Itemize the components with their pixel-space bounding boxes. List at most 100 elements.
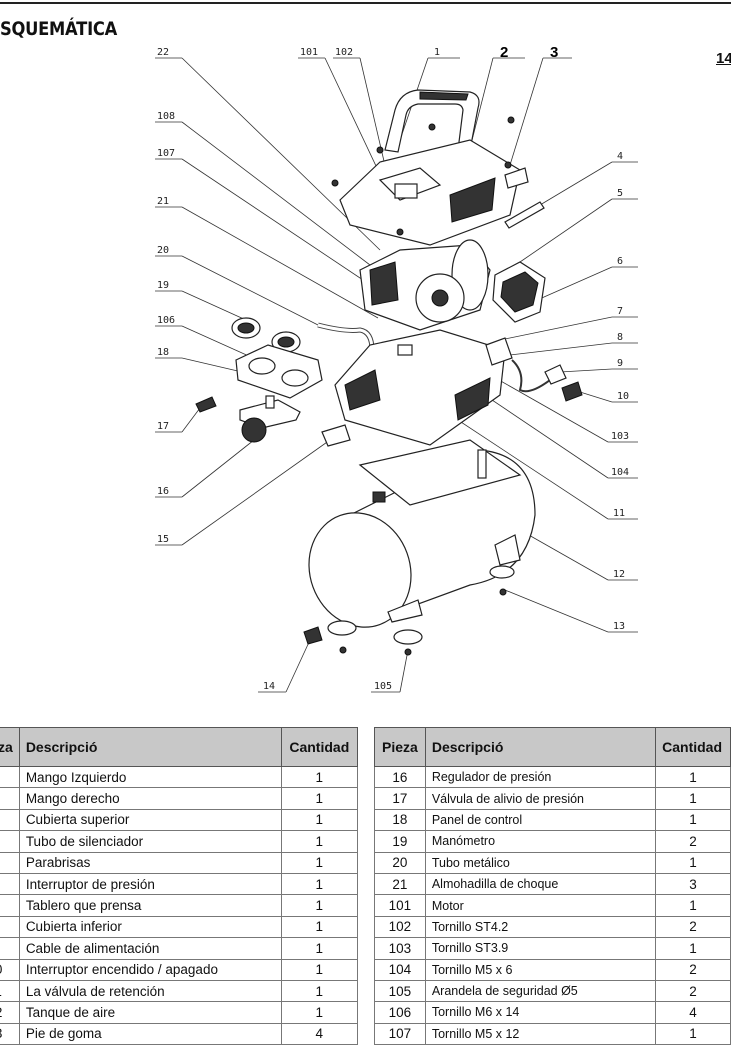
cell-quantity: 1 [655, 937, 731, 960]
cell-quantity: 1 [280, 979, 358, 1003]
cell-description: Pie de goma [18, 1022, 282, 1045]
callout-label: 19 [157, 280, 169, 291]
cell-piece: 12 [0, 1001, 20, 1024]
cell-piece: 19 [374, 830, 426, 853]
callout-label: 107 [157, 148, 175, 159]
cell-description: Tanque de aire [18, 1001, 282, 1024]
cell-piece: 103 [374, 937, 426, 960]
cell-piece: 1 [0, 765, 20, 789]
callout-label: 102 [335, 47, 353, 58]
cell-quantity: 1 [655, 808, 731, 832]
cell-quantity: 1 [280, 937, 358, 960]
callouts-bottom: 14 105 [258, 681, 400, 693]
cell-quantity: 1 [655, 851, 731, 874]
leader-line [399, 649, 409, 693]
cell-piece: 9 [0, 937, 20, 960]
cell-piece: 18 [374, 808, 426, 832]
cell-quantity: 1 [655, 894, 731, 917]
cell-piece: 105 [374, 979, 426, 1003]
column-header-piece: Pieza [374, 727, 426, 767]
cell-piece: 104 [374, 958, 426, 981]
callout-label: 20 [157, 245, 169, 256]
rubber-feet-drawing [303, 565, 515, 656]
leader-line [539, 161, 613, 206]
cell-piece: 7 [0, 894, 20, 917]
leader-line [181, 407, 201, 433]
callouts-top: 101 102 1 2 3 [298, 44, 572, 61]
callout-label: 10 [617, 391, 629, 402]
cell-description: Cubierta inferior [18, 915, 282, 939]
cell-piece: 10 [0, 958, 20, 981]
leader-line [519, 198, 613, 263]
leader-line [181, 206, 379, 319]
callout-label: 3 [550, 44, 558, 61]
control-panel-drawing [235, 344, 323, 399]
lower-cover-drawing [334, 329, 506, 446]
callout-label: 105 [374, 681, 392, 692]
cell-quantity: 2 [655, 915, 731, 939]
cell-piece: 13 [0, 1022, 20, 1045]
callouts-right: 4 5 6 7 8 9 10 103 104 11 12 13 [608, 151, 638, 633]
leader-line [509, 342, 613, 356]
callout-label: 7 [617, 306, 623, 317]
cell-quantity: 1 [655, 765, 731, 789]
cell-description: Tornillo ST4.2 [424, 915, 657, 939]
callout-label: 16 [157, 486, 169, 497]
cell-description: Panel de control [424, 808, 657, 832]
cell-description: Mango Izquierdo [18, 765, 282, 789]
cell-piece: 4 [0, 830, 20, 853]
regulator-drawing [239, 395, 301, 443]
cell-quantity: 1 [280, 808, 358, 832]
callout-label: 15 [157, 534, 169, 545]
cell-piece: 106 [374, 1001, 426, 1024]
cell-description: Tornillo M5 x 6 [424, 958, 657, 981]
cell-quantity: 2 [655, 958, 731, 981]
cell-description: Válvula de alivio de presión [424, 787, 657, 810]
cell-quantity: 4 [655, 1001, 731, 1024]
cell-quantity: 1 [280, 787, 358, 810]
cell-description: Almohadilla de choque [424, 872, 657, 896]
cell-description: Tablero que prensa [18, 894, 282, 917]
cell-quantity: 1 [280, 958, 358, 981]
cell-description: Parabrisas [18, 851, 282, 874]
cell-description: Mango derecho [18, 787, 282, 810]
leader-line [181, 158, 379, 291]
leader-line [181, 121, 371, 266]
leader-line [181, 290, 247, 321]
cell-piece: 11 [0, 979, 20, 1003]
leader-lines [181, 57, 613, 693]
leader-line [324, 57, 386, 186]
callout-label: 103 [611, 431, 629, 442]
callout-label: 18 [157, 347, 169, 358]
column-header-quantity: Cantidad [655, 727, 731, 767]
windshield-drawing [492, 261, 546, 323]
cell-description: Tubo metálico [424, 851, 657, 874]
coupler-drawing [321, 424, 351, 447]
callout-label: 21 [157, 196, 169, 207]
leader-line [181, 439, 331, 546]
cell-description: Motor [424, 894, 657, 917]
cell-quantity: 1 [655, 1022, 731, 1045]
leader-line [181, 255, 319, 326]
cell-description: La válvula de retención [18, 979, 282, 1003]
cell-description: Arandela de seguridad Ø5 [424, 979, 657, 1003]
cell-piece: 17 [374, 787, 426, 810]
cell-description: Manómetro [424, 830, 657, 853]
cell-description: Interruptor encendido / apagado [18, 958, 282, 981]
cell-piece: 5 [0, 851, 20, 874]
leader-line [559, 368, 613, 373]
